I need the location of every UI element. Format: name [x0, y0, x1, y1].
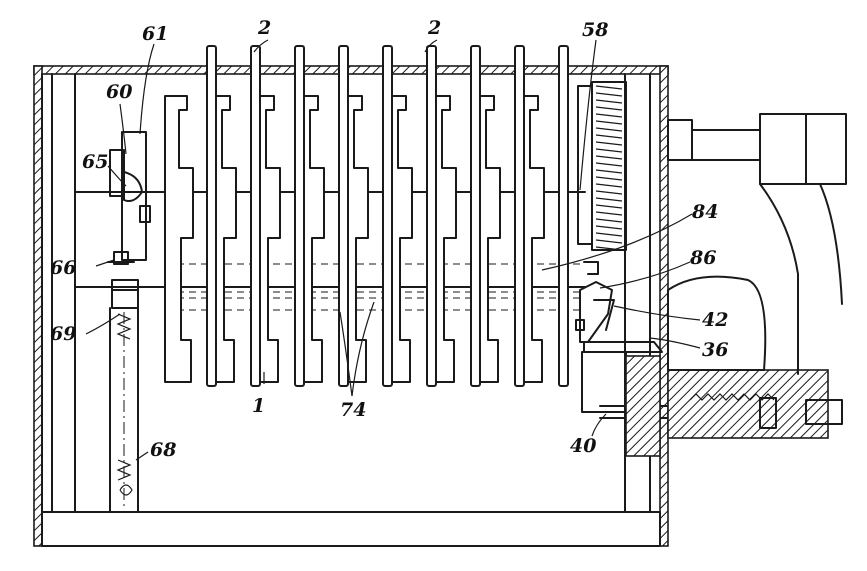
gear-tooth: [595, 246, 623, 251]
label-86: 86: [689, 247, 716, 269]
slide-bar: [338, 45, 349, 387]
label-42: 42: [702, 309, 728, 331]
gear-tooth: [595, 120, 623, 125]
gear-tooth: [595, 190, 623, 195]
slide-bar: [470, 45, 481, 387]
gear-tooth: [595, 162, 623, 167]
gear-tooth: [595, 106, 623, 111]
label-74: 74: [340, 399, 366, 421]
label-84: 84: [691, 201, 718, 223]
gear-tooth: [595, 99, 623, 104]
left-mechanism: [107, 131, 151, 513]
slide-bar: [426, 45, 437, 387]
gear-tooth: [595, 183, 623, 188]
label-68: 68: [150, 439, 176, 461]
label-2-right: 2: [427, 17, 441, 39]
label-65: 65: [82, 151, 108, 173]
gear-tooth: [595, 169, 623, 174]
slide-bar: [514, 45, 525, 387]
label-69: 69: [50, 323, 76, 345]
slide-bar: [206, 45, 217, 387]
slide-bars: [206, 45, 569, 387]
gear-tooth: [595, 197, 623, 202]
gear-tooth: [595, 204, 623, 209]
slide-bar: [294, 45, 305, 387]
gear-wheel: [577, 81, 627, 251]
gear-tooth: [595, 134, 623, 139]
gear-tooth: [595, 239, 623, 244]
gear-tooth: [595, 92, 623, 97]
right-mechanism: [575, 113, 847, 457]
slide-bar: [250, 45, 261, 387]
gear-tooth: [595, 85, 623, 90]
stepped-plate: [164, 95, 194, 383]
gear-tooth: [595, 127, 623, 132]
label-2-left: 2: [257, 17, 271, 39]
gear-tooth: [595, 211, 623, 216]
gear-tooth: [595, 225, 623, 230]
gear-tooth: [595, 218, 623, 223]
gear-tooth: [595, 148, 623, 153]
gear-teeth: [595, 85, 623, 251]
reference-numerals: 2 2 61 58 60 65 84 66 86 42 69 36 1 74 6…: [50, 17, 728, 461]
gear-tooth: [595, 232, 623, 237]
label-61: 61: [142, 23, 168, 45]
label-40: 40: [570, 435, 596, 457]
slide-bar: [558, 45, 569, 387]
gear-tooth: [595, 113, 623, 118]
gear-tooth: [595, 176, 623, 181]
label-58: 58: [582, 19, 608, 41]
label-66: 66: [50, 257, 76, 279]
gear-tooth: [595, 141, 623, 146]
leader-lines: [85, 39, 701, 461]
housing-frame: [33, 65, 669, 547]
gear-tooth: [595, 155, 623, 160]
label-36: 36: [702, 339, 728, 361]
stepped-plates: [164, 95, 545, 383]
slide-bar: [382, 45, 393, 387]
shaft-band: [74, 191, 586, 311]
label-60: 60: [106, 81, 132, 103]
label-1: 1: [252, 395, 265, 417]
